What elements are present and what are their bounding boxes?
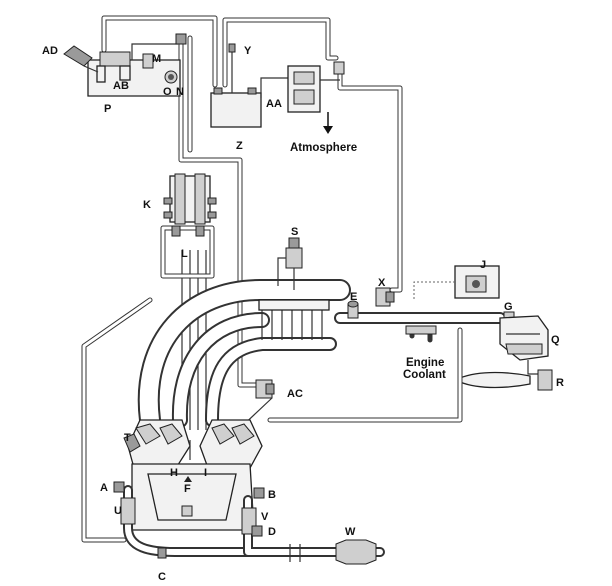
coolant-pipe <box>405 325 437 343</box>
air-inlet-r <box>459 360 553 391</box>
label-w: W <box>345 526 356 538</box>
atmosphere-label: Atmosphere <box>290 142 357 154</box>
sensor-s <box>277 237 303 290</box>
label-e: E <box>350 291 357 303</box>
sensor-e <box>347 300 359 319</box>
throttle-body-q <box>499 311 549 361</box>
labels: AD AB M O N P Y AA Z Atmosphere K L S J … <box>42 45 564 583</box>
label-j: J <box>480 259 486 271</box>
label-t: T <box>124 432 131 444</box>
label-ab: AB <box>113 80 129 92</box>
label-h: H <box>170 467 178 479</box>
battery-z <box>210 43 262 128</box>
label-p: P <box>104 103 111 115</box>
label-a: A <box>100 482 108 494</box>
engine-coolant-label-1: Engine <box>406 357 444 369</box>
exhaust-system <box>113 481 385 565</box>
label-c: C <box>158 571 166 583</box>
control-unit-p <box>63 33 187 97</box>
intake-manifold <box>137 279 506 431</box>
label-l: L <box>181 248 188 260</box>
engine-block <box>123 419 263 531</box>
label-k: K <box>143 199 151 211</box>
connector-j <box>413 265 500 300</box>
label-x: X <box>378 277 386 289</box>
canister-aa <box>260 61 345 113</box>
label-o: O <box>163 86 172 98</box>
label-u: U <box>114 505 122 517</box>
label-r: R <box>556 377 564 389</box>
label-y: Y <box>244 45 252 57</box>
atmosphere-arrow <box>323 112 333 134</box>
label-q: Q <box>551 334 560 346</box>
label-v: V <box>261 511 269 523</box>
label-aa: AA <box>266 98 282 110</box>
valve-x <box>375 287 395 307</box>
top-hose-network <box>101 15 403 430</box>
label-z: Z <box>236 140 243 152</box>
label-f: F <box>184 483 191 495</box>
valve-ac <box>237 379 275 431</box>
label-g: G <box>504 301 513 313</box>
left-return-hose <box>81 297 463 543</box>
label-d: D <box>268 526 276 538</box>
label-i: I <box>204 467 207 479</box>
label-n: N <box>176 86 184 98</box>
label-s: S <box>291 226 298 238</box>
engine-coolant-label-2: Coolant <box>403 369 446 381</box>
label-ad: AD <box>42 45 58 57</box>
label-ac: AC <box>287 388 303 400</box>
label-m: M <box>152 53 161 65</box>
label-b: B <box>268 489 276 501</box>
fuel-rail-assembly <box>160 173 217 279</box>
